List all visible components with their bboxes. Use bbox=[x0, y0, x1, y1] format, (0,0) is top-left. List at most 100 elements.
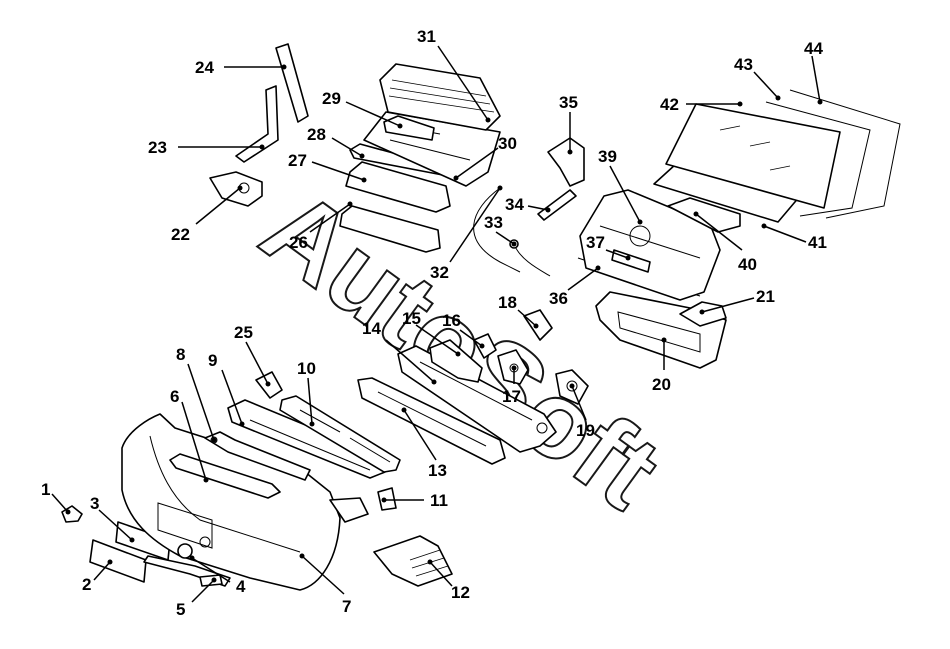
part-31-rear-glass bbox=[379, 63, 501, 131]
callout-4: 4 bbox=[189, 555, 246, 596]
svg-text:37: 37 bbox=[586, 233, 605, 252]
svg-text:13: 13 bbox=[428, 461, 447, 480]
svg-text:14: 14 bbox=[362, 319, 381, 338]
part-13-lower-beam bbox=[357, 377, 506, 465]
callout-29: 29 bbox=[322, 89, 403, 129]
svg-text:34: 34 bbox=[505, 195, 524, 214]
callout-28: 28 bbox=[307, 125, 365, 159]
svg-text:32: 32 bbox=[430, 263, 449, 282]
callout-11: 11 bbox=[381, 491, 448, 510]
callout-19: 19 bbox=[569, 383, 595, 440]
svg-text:41: 41 bbox=[808, 233, 827, 252]
svg-text:15: 15 bbox=[402, 309, 421, 328]
callout-26: 26 bbox=[289, 201, 353, 252]
svg-text:35: 35 bbox=[559, 93, 578, 112]
callout-34: 34 bbox=[505, 195, 551, 214]
part-34-strut bbox=[537, 189, 577, 221]
callout-32: 32 bbox=[430, 185, 503, 282]
callout-43: 43 bbox=[734, 55, 781, 101]
svg-text:30: 30 bbox=[498, 134, 517, 153]
part-35-hinge bbox=[547, 137, 585, 187]
callout-30: 30 bbox=[453, 134, 517, 181]
callout-42: 42 bbox=[660, 95, 743, 114]
svg-text:29: 29 bbox=[322, 89, 341, 108]
svg-text:44: 44 bbox=[804, 39, 823, 58]
svg-text:9: 9 bbox=[208, 351, 217, 370]
part-11-clip bbox=[377, 487, 397, 511]
svg-text:6: 6 bbox=[170, 387, 179, 406]
callout-3: 3 bbox=[90, 494, 135, 543]
callout-17: 17 bbox=[502, 365, 521, 406]
svg-text:19: 19 bbox=[576, 421, 595, 440]
svg-text:17: 17 bbox=[502, 387, 521, 406]
callout-18: 18 bbox=[498, 293, 539, 329]
svg-text:28: 28 bbox=[307, 125, 326, 144]
callout-10: 10 bbox=[297, 359, 316, 427]
part-23-wiper-arm bbox=[235, 85, 279, 163]
part-16-latch bbox=[473, 333, 497, 359]
callout-39: 39 bbox=[598, 147, 643, 225]
part-15-bracket bbox=[429, 339, 483, 383]
callout-31: 31 bbox=[417, 27, 491, 123]
callout-44: 44 bbox=[804, 39, 823, 105]
callout-7: 7 bbox=[299, 553, 351, 616]
callout-8: 8 bbox=[176, 345, 217, 443]
callout-20: 20 bbox=[652, 337, 671, 394]
part-44-seal bbox=[789, 89, 901, 219]
svg-text:26: 26 bbox=[289, 233, 308, 252]
svg-text:43: 43 bbox=[734, 55, 753, 74]
svg-text:42: 42 bbox=[660, 95, 679, 114]
svg-text:40: 40 bbox=[738, 255, 757, 274]
callout-12: 12 bbox=[427, 559, 470, 602]
svg-text:27: 27 bbox=[288, 151, 307, 170]
callout-2: 2 bbox=[82, 559, 113, 594]
callout-5: 5 bbox=[176, 577, 217, 619]
callout-37: 37 bbox=[586, 233, 631, 261]
svg-text:3: 3 bbox=[90, 494, 99, 513]
svg-text:21: 21 bbox=[756, 287, 775, 306]
svg-text:18: 18 bbox=[498, 293, 517, 312]
svg-text:31: 31 bbox=[417, 27, 436, 46]
svg-text:23: 23 bbox=[148, 138, 167, 157]
part-2-plate bbox=[89, 539, 147, 583]
part-27-trim-panel bbox=[345, 161, 451, 213]
part-29-handle-trim bbox=[383, 115, 435, 141]
svg-text:10: 10 bbox=[297, 359, 316, 378]
callout-23: 23 bbox=[148, 138, 265, 157]
callout-15: 15 bbox=[402, 309, 461, 357]
callout-35: 35 bbox=[559, 93, 578, 155]
parts bbox=[61, 43, 901, 591]
part-10-reinforcement bbox=[279, 395, 401, 473]
part-24-wiper-blade bbox=[275, 43, 309, 123]
part-43-seal bbox=[765, 101, 871, 217]
svg-text:1: 1 bbox=[41, 480, 50, 499]
part-26-spoiler bbox=[339, 205, 441, 253]
svg-text:39: 39 bbox=[598, 147, 617, 166]
callout-16: 16 bbox=[442, 311, 485, 349]
callout-9: 9 bbox=[208, 351, 245, 427]
callout-6: 6 bbox=[170, 387, 209, 483]
callout-33: 33 bbox=[484, 213, 517, 247]
svg-text:24: 24 bbox=[195, 58, 214, 77]
callout-22: 22 bbox=[171, 185, 243, 244]
callout-21: 21 bbox=[699, 287, 775, 315]
callout-41: 41 bbox=[761, 223, 827, 252]
callouts: 1 2 3 4 5 6 7 8 bbox=[41, 27, 827, 619]
callout-27: 27 bbox=[288, 151, 367, 183]
part-5-trim bbox=[199, 574, 223, 587]
svg-text:25: 25 bbox=[234, 323, 253, 342]
svg-text:11: 11 bbox=[430, 491, 448, 510]
part-39-tailgate bbox=[579, 189, 721, 301]
callout-36: 36 bbox=[549, 265, 601, 308]
part-8-bracket bbox=[204, 431, 311, 481]
svg-text:16: 16 bbox=[442, 311, 461, 330]
callout-14: 14 bbox=[362, 319, 437, 385]
callout-24: 24 bbox=[195, 58, 287, 77]
part-32-cable bbox=[473, 187, 521, 273]
svg-text:12: 12 bbox=[451, 583, 470, 602]
svg-text:36: 36 bbox=[549, 289, 568, 308]
svg-text:2: 2 bbox=[82, 575, 91, 594]
part-6-impact-strip bbox=[169, 453, 281, 499]
callout-1: 1 bbox=[41, 480, 71, 515]
